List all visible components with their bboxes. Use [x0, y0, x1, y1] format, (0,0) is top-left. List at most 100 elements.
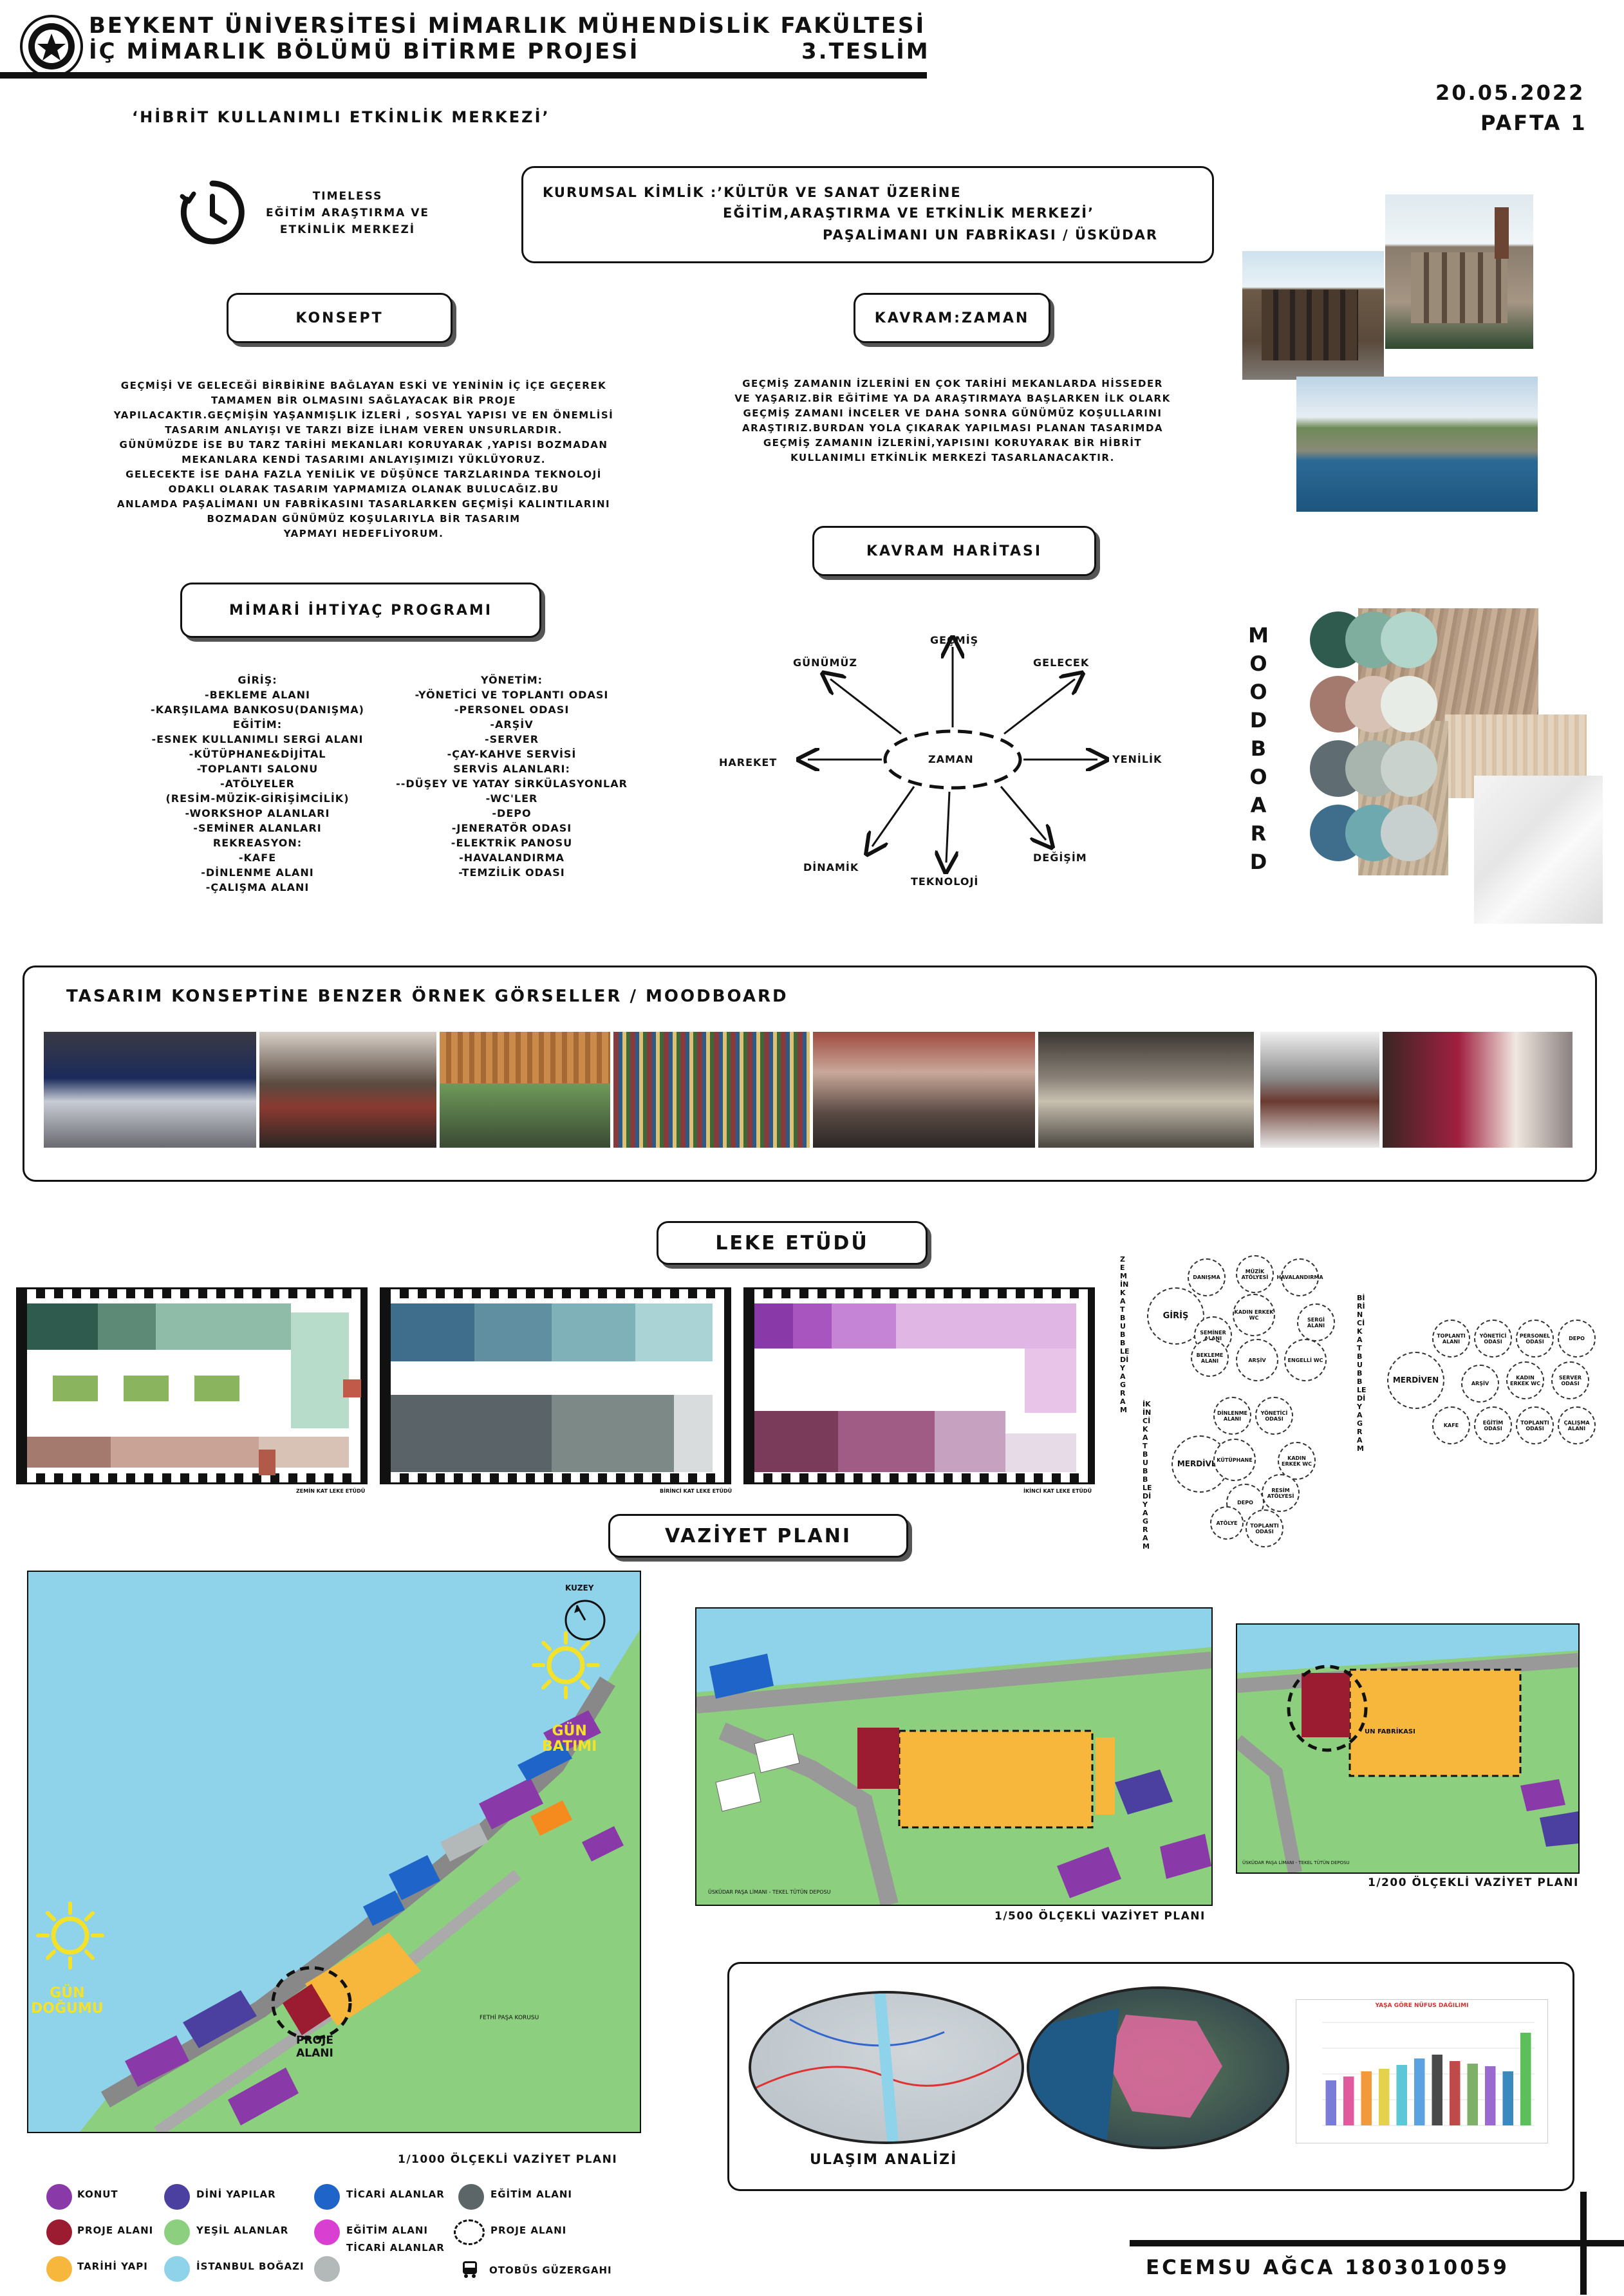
population-chart-svg	[1322, 2022, 1535, 2126]
palette-3-3	[1381, 740, 1437, 797]
legend-ticari: TİCARİ ALANLAR	[346, 2189, 445, 2200]
bubble-birinci-3: PERSONEL ODASI	[1516, 1320, 1554, 1358]
bubble-birinci-1: TOPLANTI ALANI	[1432, 1320, 1470, 1358]
chart-bar	[1485, 2066, 1496, 2125]
bubble-birinci-6: KADIN ERKEK WC	[1506, 1361, 1544, 1399]
legend-konut-swatch	[46, 2184, 72, 2210]
clock-icon	[177, 177, 248, 248]
palette-1-3	[1381, 611, 1437, 668]
bubble-birinci-11: ÇALIŞMA ALANI	[1558, 1406, 1596, 1444]
program-right-list: YÖNETİM:-YÖNETİCİ VE TOPLANTI ODASI-PERS…	[396, 674, 628, 879]
example-photo-2	[259, 1032, 436, 1148]
chart-bar	[1396, 2065, 1407, 2125]
legend-dini: DİNİ YAPILAR	[196, 2189, 276, 2200]
mid-plan-pasalimani: ÜSKÜDAR PAŞA LİMANI - TEKEL TÜTÜN DEPOSU	[708, 1889, 831, 1895]
sun-icon-west	[532, 1631, 600, 1699]
legend-egitim-2: EĞİTİM ALANI	[490, 2189, 573, 2200]
bus-icon	[460, 2259, 480, 2279]
legend-egitim-2-swatch	[458, 2184, 484, 2210]
project-title: ‘HİBRİT KULLANIMLI ETKİNLİK MERKEZİ’	[132, 108, 550, 126]
bubble-zemin-label: ZEMİN KAT BUBBLE DİYAGRAM	[1120, 1255, 1130, 1414]
site-photo-3	[1296, 377, 1538, 512]
kavram-text: GEÇMİŞ ZAMANIN İZLERİNİ EN ÇOK TARİHİ ME…	[734, 378, 1171, 463]
example-photo-3	[440, 1032, 610, 1148]
small-plan-pasalimani: ÜSKÜDAR PAŞA LİMANI - TEKEL TÜTÜN DEPOSU	[1242, 1860, 1350, 1865]
legend-yesil-swatch	[164, 2219, 190, 2245]
chart-bar	[1467, 2064, 1478, 2125]
bubble-ikinci-1: DİNLENME ALANI	[1213, 1397, 1251, 1435]
north-arrow-icon	[565, 1600, 606, 1641]
chart-bar	[1450, 2061, 1461, 2125]
kh-teknoloji: TEKNOLOJİ	[911, 875, 979, 888]
chart-bar	[1414, 2058, 1425, 2125]
transport-map-1	[749, 1991, 1024, 2144]
fetih-pasa-label: FETHİ PAŞA KORUSU	[480, 2015, 539, 2021]
mid-plan-caption: 1/500 ÖLÇEKLİ VAZİYET PLANI	[994, 1910, 1206, 1923]
bubble-ikinci-label: İKİNCİ KAT BUBBLE DİYAGRAM	[1143, 1400, 1152, 1551]
palette-4-3	[1381, 805, 1437, 861]
bubble-zemin-4: KADIN ERKEK WC	[1233, 1294, 1275, 1336]
kh-gunumuz: GÜNÜMÜZ	[793, 657, 858, 669]
bubble-ikinci-3: KÜTÜPHANE	[1213, 1439, 1256, 1481]
ulasim-title: ULAŞIM ANALİZİ	[810, 2152, 958, 2168]
author-rule-horizontal	[1130, 2240, 1624, 2246]
legend-bogaz: İSTANBUL BOĞAZI	[196, 2261, 304, 2272]
chart-bar	[1343, 2077, 1354, 2125]
site-photo-2	[1385, 194, 1533, 349]
bubble-zemin-8: ARŞİV	[1236, 1339, 1278, 1381]
program-title: MİMARİ İHTİYAÇ PROGRAMI	[180, 583, 541, 638]
bubble-birinci-9: EĞİTİM ODASI	[1474, 1406, 1512, 1444]
header-teslim: 3.TESLİM	[801, 39, 930, 64]
example-photo-1	[44, 1032, 256, 1148]
legend-ticari-swatch	[314, 2184, 340, 2210]
kh-yenilik: YENİLİK	[1112, 753, 1162, 765]
leke-plan-zemin	[16, 1287, 368, 1484]
kh-gecmis: GEÇMİŞ	[930, 634, 979, 646]
ulasim-analizi-box: ULAŞIM ANALİZİ YAŞA GÖRE NÜFUS DAĞILIMI	[727, 1962, 1574, 2191]
example-photo-7	[1260, 1032, 1379, 1148]
big-plan-caption: 1/1000 ÖLÇEKLİ VAZİYET PLANI	[398, 2153, 618, 2166]
bubble-birinci-4: DEPO	[1558, 1320, 1596, 1358]
bubble-ikinci-2: YÖNETİCİ ODASI	[1255, 1397, 1293, 1435]
bubble-zemin-9: ENGELLİ WC	[1284, 1339, 1327, 1381]
legend-proje-swatch	[46, 2219, 72, 2245]
population-chart-title: YAŞA GÖRE NÜFUS DAĞILIMI	[1375, 2002, 1469, 2009]
sun-icon-east	[36, 1901, 104, 1970]
chart-bar	[1379, 2069, 1390, 2125]
legend-ticari-2-swatch	[314, 2256, 340, 2282]
bubble-zemin-1: DANIŞMA	[1188, 1258, 1226, 1296]
leke-caption-zemin: ZEMİN KAT LEKE ETÜDÜ	[296, 1488, 366, 1494]
legend-proje-dashed-swatch	[454, 2219, 485, 2245]
bubble-birinci-center: MERDİVEN	[1387, 1352, 1444, 1409]
bubble-ikinci-7: TOPLANTI ODASI	[1246, 1509, 1283, 1547]
site-plan-1-200	[1236, 1623, 1580, 1874]
leke-plan-ikinci	[743, 1287, 1095, 1484]
kavram-haritasi-arrows	[708, 618, 1197, 914]
bubble-zemin-5: SERGİ ALANI	[1297, 1303, 1335, 1341]
header-department: İÇ MİMARLIK BÖLÜMÜ BİTİRME PROJESİ	[89, 39, 640, 64]
bubble-birinci-label: BİRİNCİ KAT BUBBLE DİYAGRAM	[1357, 1294, 1367, 1453]
site-plan-1-1000	[27, 1571, 641, 2133]
legend-bogaz-swatch	[164, 2256, 190, 2282]
legend-proje: PROJE ALANI	[77, 2225, 154, 2236]
header-university: BEYKENT ÜNİVERSİTESİ MİMARLIK MÜHENDİSLİ…	[89, 13, 926, 39]
small-plan-fabrika: UN FABRİKASI	[1365, 1728, 1415, 1735]
legend-konut: KONUT	[77, 2189, 118, 2200]
site-plan-1-500	[695, 1607, 1213, 1906]
chart-bar	[1325, 2080, 1336, 2125]
transport-map-2	[1027, 1986, 1289, 2149]
leke-etudu-title: LEKE ETÜDÜ	[657, 1221, 928, 1265]
konsept-text: GEÇMİŞİ VE GELECEĞİ BİRBİRİNE BAĞLAYAN E…	[113, 380, 614, 539]
header-date: 20.05.2022	[1435, 80, 1585, 105]
bubble-zemin-2: MÜZİK ATÖLYESİ	[1236, 1255, 1274, 1293]
vaziyet-plani-title: VAZİYET PLANI	[608, 1514, 908, 1558]
kuzey-label: KUZEY	[565, 1583, 594, 1592]
legend-proje-dashed: PROJE ALANI	[490, 2225, 567, 2236]
konsept-title: KONSEPT	[227, 293, 453, 343]
kh-hareket: HAREKET	[719, 756, 778, 769]
